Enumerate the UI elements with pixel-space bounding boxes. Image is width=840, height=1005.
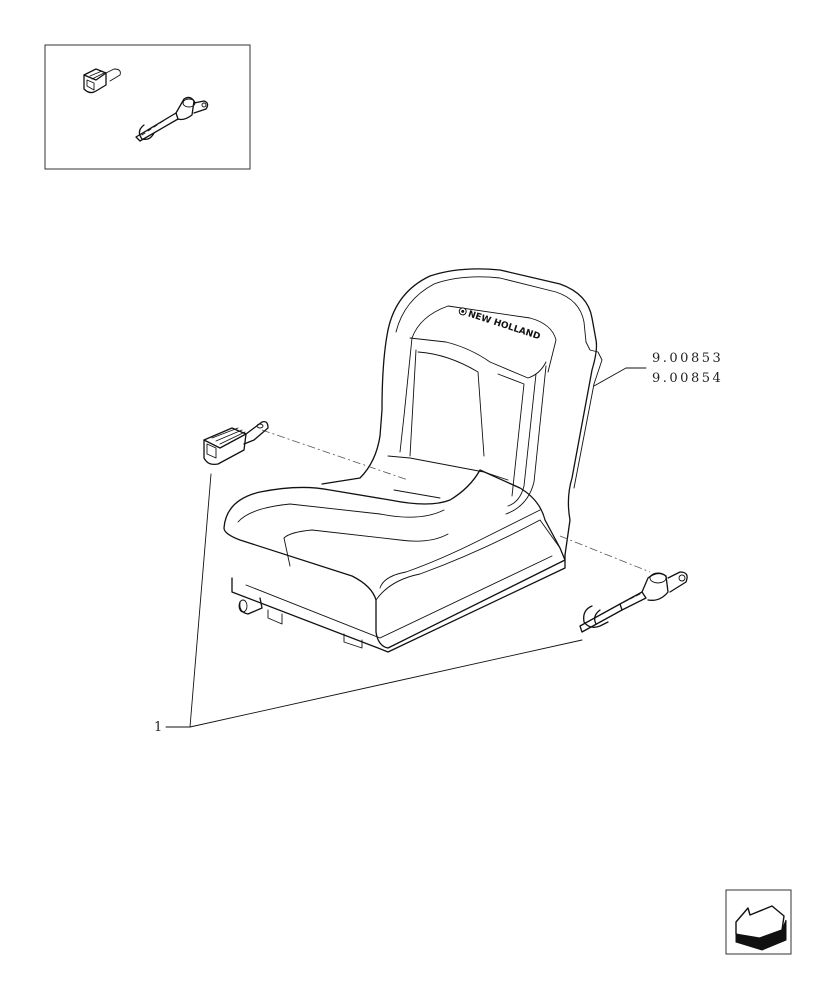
reference-label-2: 9.00854: [652, 371, 723, 386]
centerlines: [261, 429, 651, 573]
inset-box: [44, 44, 251, 170]
back-arrow-button[interactable]: [725, 889, 792, 955]
seat-belt-tongue-icon: [579, 571, 688, 633]
inset-belt-tongue-icon: [135, 96, 209, 142]
reference-callout: 9.00853 9.00854: [593, 351, 723, 387]
item-callout: 1: [154, 473, 583, 735]
item-number-label: 1: [154, 720, 162, 735]
back-arrow-icon: [735, 905, 787, 951]
reference-label-1: 9.00853: [652, 351, 723, 366]
seat-assembly: NEW HOLLAND: [223, 268, 603, 653]
seat-belt-buckle-icon: [203, 420, 269, 466]
inset-buckle-icon: [83, 68, 121, 94]
brand-logo: NEW HOLLAND: [458, 307, 541, 342]
